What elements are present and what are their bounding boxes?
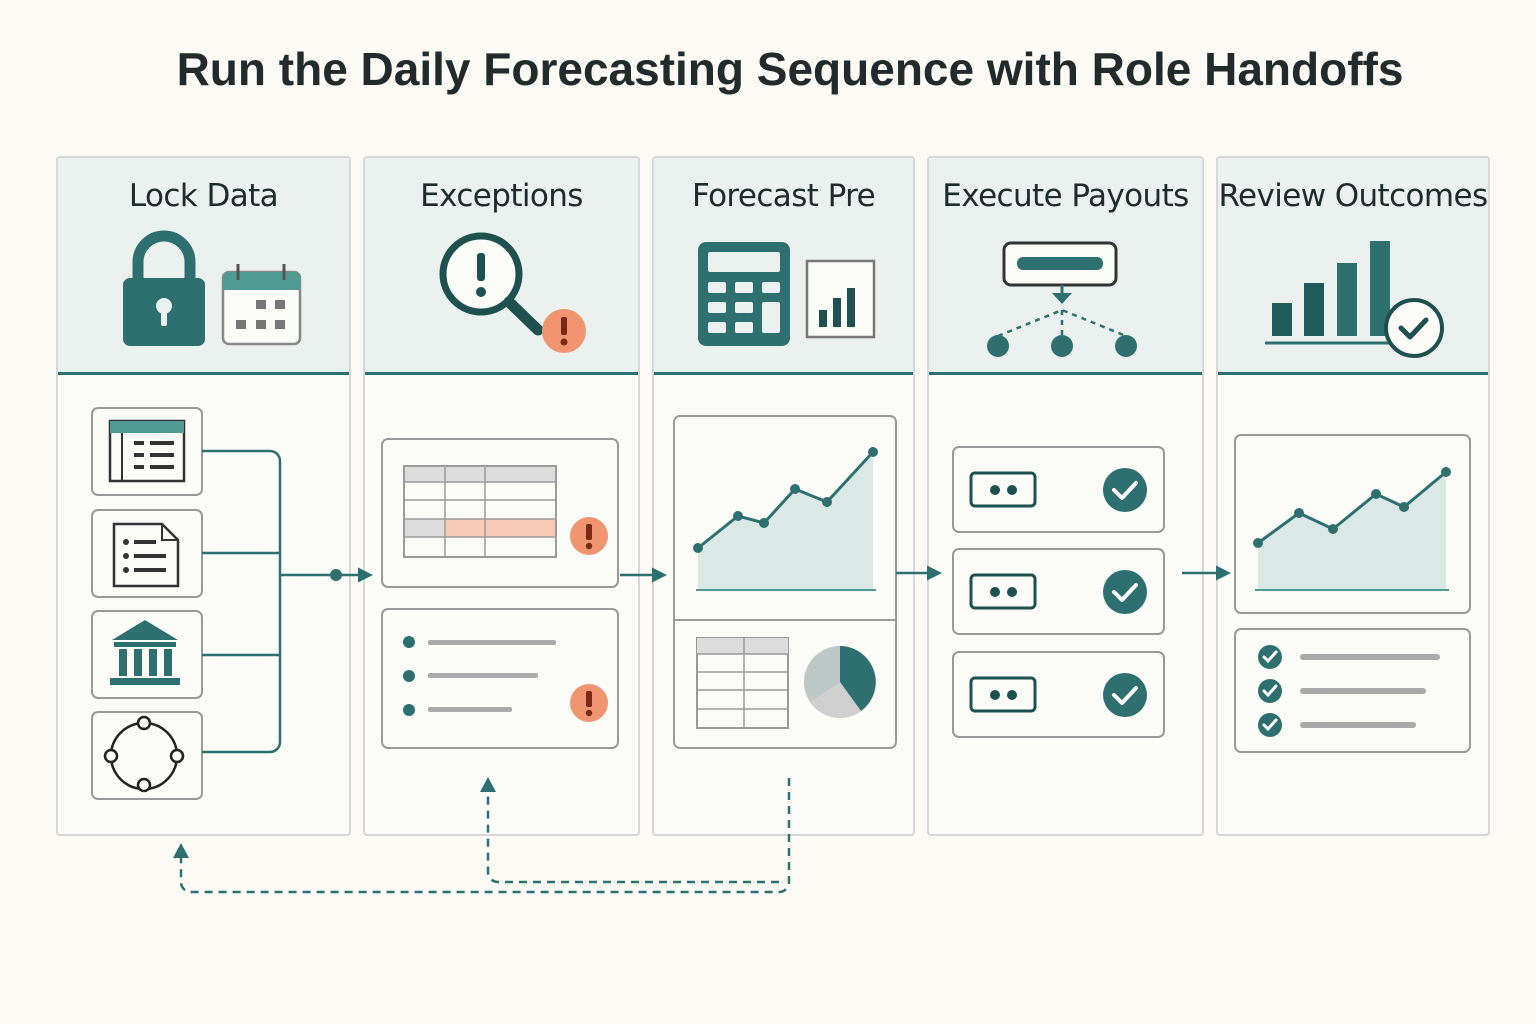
stage-title: Review Outcomes [1218, 178, 1488, 214]
calculator-icon [698, 242, 790, 346]
stage-title: Execute Payouts [942, 178, 1189, 214]
source-connector-lines [202, 449, 373, 754]
exception-list-card [381, 608, 619, 749]
source-card-bank [91, 610, 203, 699]
payout-card [952, 651, 1165, 738]
calendar-icon [221, 264, 302, 346]
feedback-arrowhead [480, 777, 496, 792]
feedback-loop-lines [179, 778, 791, 894]
stage-title: Lock Data [128, 178, 279, 214]
stage-title: Exceptions [420, 178, 583, 214]
merge-node [330, 569, 342, 581]
source-card-table [91, 407, 203, 496]
source-card-network [91, 711, 203, 800]
bar-chart-check-icon [1265, 241, 1444, 358]
padlock-icon [123, 230, 205, 346]
distribution-icon [987, 241, 1137, 357]
outcome-checklist-card [1234, 628, 1471, 753]
payout-card [952, 446, 1165, 533]
payout-card [952, 548, 1165, 635]
feedback-arrowhead [173, 843, 189, 858]
outcome-chart-card [1234, 434, 1471, 614]
exception-table-card [381, 438, 619, 588]
magnifier-alert-icon [439, 232, 586, 353]
stage-title: Forecast Pre [691, 178, 876, 214]
forecast-chart-card [673, 415, 897, 749]
page-title: Run the Daily Forecasting Sequence with … [176, 43, 1404, 95]
bar-chart-card-icon [805, 259, 876, 339]
source-card-document [91, 509, 203, 598]
